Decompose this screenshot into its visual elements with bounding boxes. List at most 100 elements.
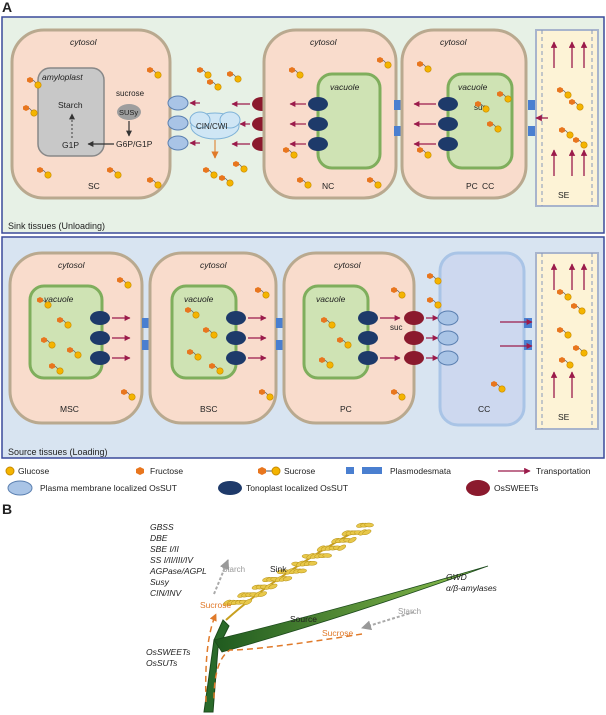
rice-grain	[243, 598, 253, 606]
sucrose-icon	[219, 175, 234, 187]
bsc-tono-sut-group	[226, 311, 246, 365]
rice-grain	[257, 591, 267, 597]
tono-sut-icon	[358, 311, 378, 325]
sucrose-icon	[255, 287, 270, 299]
sucrose-icon	[258, 466, 281, 476]
sucrose-icon	[559, 357, 574, 369]
sucrose-icon	[185, 307, 200, 319]
sucrose-right-label: Sucrose	[322, 628, 353, 638]
msc-tono-sut-group	[90, 311, 110, 365]
sucrose-icon	[41, 337, 56, 349]
sweet-icon	[466, 480, 490, 496]
pc-tono-sut-group	[438, 97, 458, 151]
rice-stem	[203, 619, 230, 713]
cc-name-sink: CC	[482, 181, 494, 191]
amyloplast	[37, 67, 105, 157]
bsc-name: BSC	[200, 404, 217, 414]
gene-name: OsSWEETs	[146, 647, 191, 657]
gene-name: AGPase/AGPL	[149, 566, 207, 576]
sucrose-icon	[227, 71, 242, 83]
sc-cytosol-label: cytosol	[70, 37, 98, 47]
g6p-label: G6P/G1P	[116, 139, 153, 149]
sucrose-icon	[187, 349, 202, 361]
rice-grain	[337, 544, 347, 551]
pc-src-suc-label: suc	[390, 323, 402, 332]
pm-sut-icon	[437, 310, 459, 326]
se-source	[535, 252, 599, 430]
sweet-icon	[404, 311, 424, 325]
sugar-molecules	[23, 57, 588, 401]
pc-name: PC	[466, 181, 478, 191]
sucrose-icon	[569, 99, 584, 111]
tono-sut-icon	[90, 311, 110, 325]
sweet-icon	[404, 331, 424, 345]
tono-sut-icon	[226, 311, 246, 325]
cin-cwi-cloud	[189, 111, 241, 140]
sucrose-icon	[573, 345, 588, 357]
sucrose-icon	[417, 147, 432, 159]
pm-sut-icon	[167, 95, 189, 111]
sucrose-icon	[283, 147, 298, 159]
tono-sut-icon	[438, 137, 458, 151]
legend-sweets: OsSWEETs	[494, 483, 538, 493]
legend-glucose: Glucose	[18, 466, 49, 476]
gene-name: CIN/INV	[150, 588, 183, 598]
tono-sut-icon	[218, 481, 242, 495]
source-plasmodesmata-1	[142, 318, 150, 350]
sc-name: SC	[88, 181, 100, 191]
nc-name: NC	[322, 181, 334, 191]
sucrose-icon	[571, 303, 586, 315]
nc-cytosol-label: cytosol	[310, 37, 338, 47]
cin-label: CIN/CWI	[196, 122, 228, 131]
tono-sut-icon	[226, 331, 246, 345]
pc-src-cytosol-label: cytosol	[334, 260, 362, 270]
source-label: Source	[290, 614, 317, 624]
sucrose-icon	[557, 327, 572, 339]
sucrose-icon	[203, 167, 218, 179]
starch-right-label: Starch	[398, 607, 421, 616]
sucrose-icon	[27, 77, 42, 89]
tono-sut-icon	[90, 351, 110, 365]
tono-sut-icon	[308, 117, 328, 131]
sucrose-icon	[117, 277, 132, 289]
susy-enzyme	[117, 104, 141, 120]
sucrose-icon	[259, 389, 274, 401]
gene-name: α/β-amylases	[446, 583, 498, 593]
sucrose-icon	[475, 101, 490, 113]
gene-name: SS I/II/III/IV	[150, 555, 194, 565]
rice-grain	[282, 576, 293, 582]
plasmodesmata-icon	[346, 467, 382, 474]
starch-top-label: Starch	[222, 565, 245, 574]
sucrose-icon	[557, 289, 572, 301]
sucrose-icon	[57, 317, 72, 329]
susy-label: SUSy	[119, 108, 138, 117]
sucrose-transport-path	[213, 633, 363, 701]
sucrose-icon	[209, 363, 224, 375]
starch-top-arrow	[213, 559, 230, 595]
sucrose-icon	[319, 357, 334, 369]
pc-src-tono-sut-group	[358, 311, 378, 365]
gene-name: GWD	[446, 572, 467, 582]
pm-sut-icon	[7, 480, 33, 496]
sink-plasmodesmata	[394, 100, 402, 136]
rice-grain	[362, 529, 372, 536]
legend-plasmodesmata: Plasmodesmata	[390, 466, 451, 476]
sucrose-icon	[233, 161, 248, 173]
legend-sucrose: Sucrose	[284, 466, 315, 476]
sucrose-icon	[37, 297, 52, 309]
amyloplast-label: amyloplast	[42, 72, 83, 82]
gene-name: GBSS	[150, 522, 174, 532]
rice-grain	[297, 568, 307, 574]
cc-pm-sut-group	[437, 310, 459, 366]
gene-name: SBE I/II	[150, 544, 179, 554]
se-name-source: SE	[558, 412, 570, 422]
pc-src-name: PC	[340, 404, 352, 414]
rice-grain	[347, 536, 357, 544]
sucrose-icon	[391, 389, 406, 401]
rice-grain	[307, 561, 318, 566]
legend-transportation: Transportation	[536, 466, 591, 476]
sucrose-icon	[497, 91, 512, 103]
g1p-label: G1P	[62, 140, 79, 150]
